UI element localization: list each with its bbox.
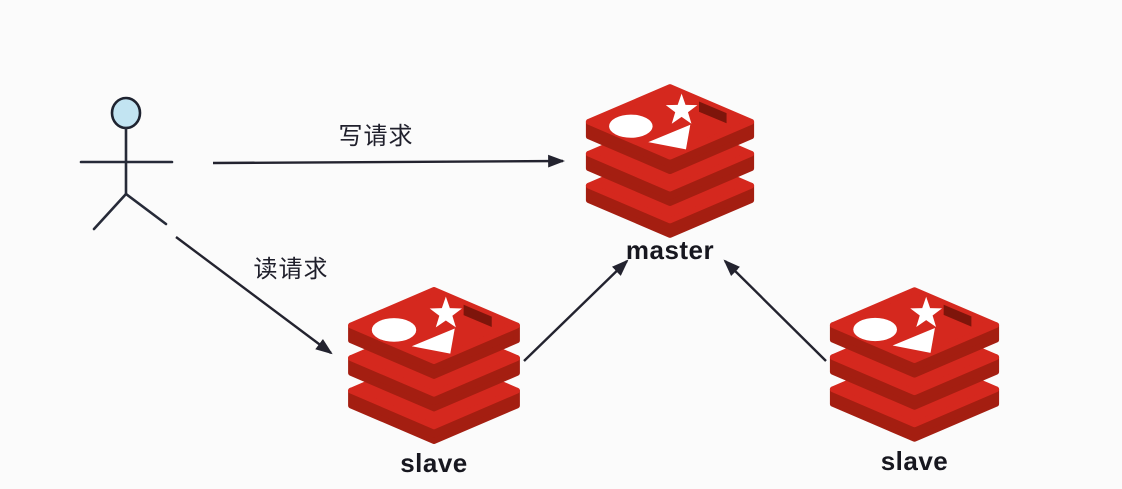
circle-shape bbox=[609, 114, 653, 138]
slave-left-to-master-arrow bbox=[523, 259, 629, 362]
write-request-label: 写请求 bbox=[338, 123, 414, 150]
master-label: master bbox=[625, 235, 715, 265]
circle-shape bbox=[371, 318, 417, 342]
star-shape bbox=[910, 296, 943, 328]
triangle-shape bbox=[411, 328, 455, 354]
star-shape bbox=[665, 93, 698, 124]
star-shape bbox=[429, 296, 462, 328]
cube-notch-shape bbox=[463, 304, 492, 327]
master-node bbox=[583, 84, 757, 238]
redis-cube-icon bbox=[829, 287, 1000, 442]
cube-notch-shape bbox=[943, 304, 972, 327]
read-request-arrow bbox=[175, 236, 333, 355]
slave-right-node: slave bbox=[827, 287, 1002, 476]
circle-shape bbox=[853, 317, 897, 342]
triangle-shape bbox=[892, 328, 935, 353]
slave-left-label: slave bbox=[400, 448, 468, 478]
client-actor-icon bbox=[79, 96, 174, 231]
triangle-shape bbox=[648, 124, 691, 150]
read-request-label: 读请求 bbox=[253, 256, 329, 283]
cube-notch-shape bbox=[699, 101, 727, 124]
redis-cube-icon bbox=[585, 84, 755, 238]
slave-right-label: slave bbox=[880, 446, 949, 476]
write-request-arrow bbox=[212, 154, 566, 168]
redis-cube-icon bbox=[348, 287, 520, 444]
slave-right-to-master-arrow bbox=[723, 259, 827, 362]
slave-left-node: slave bbox=[343, 287, 525, 478]
